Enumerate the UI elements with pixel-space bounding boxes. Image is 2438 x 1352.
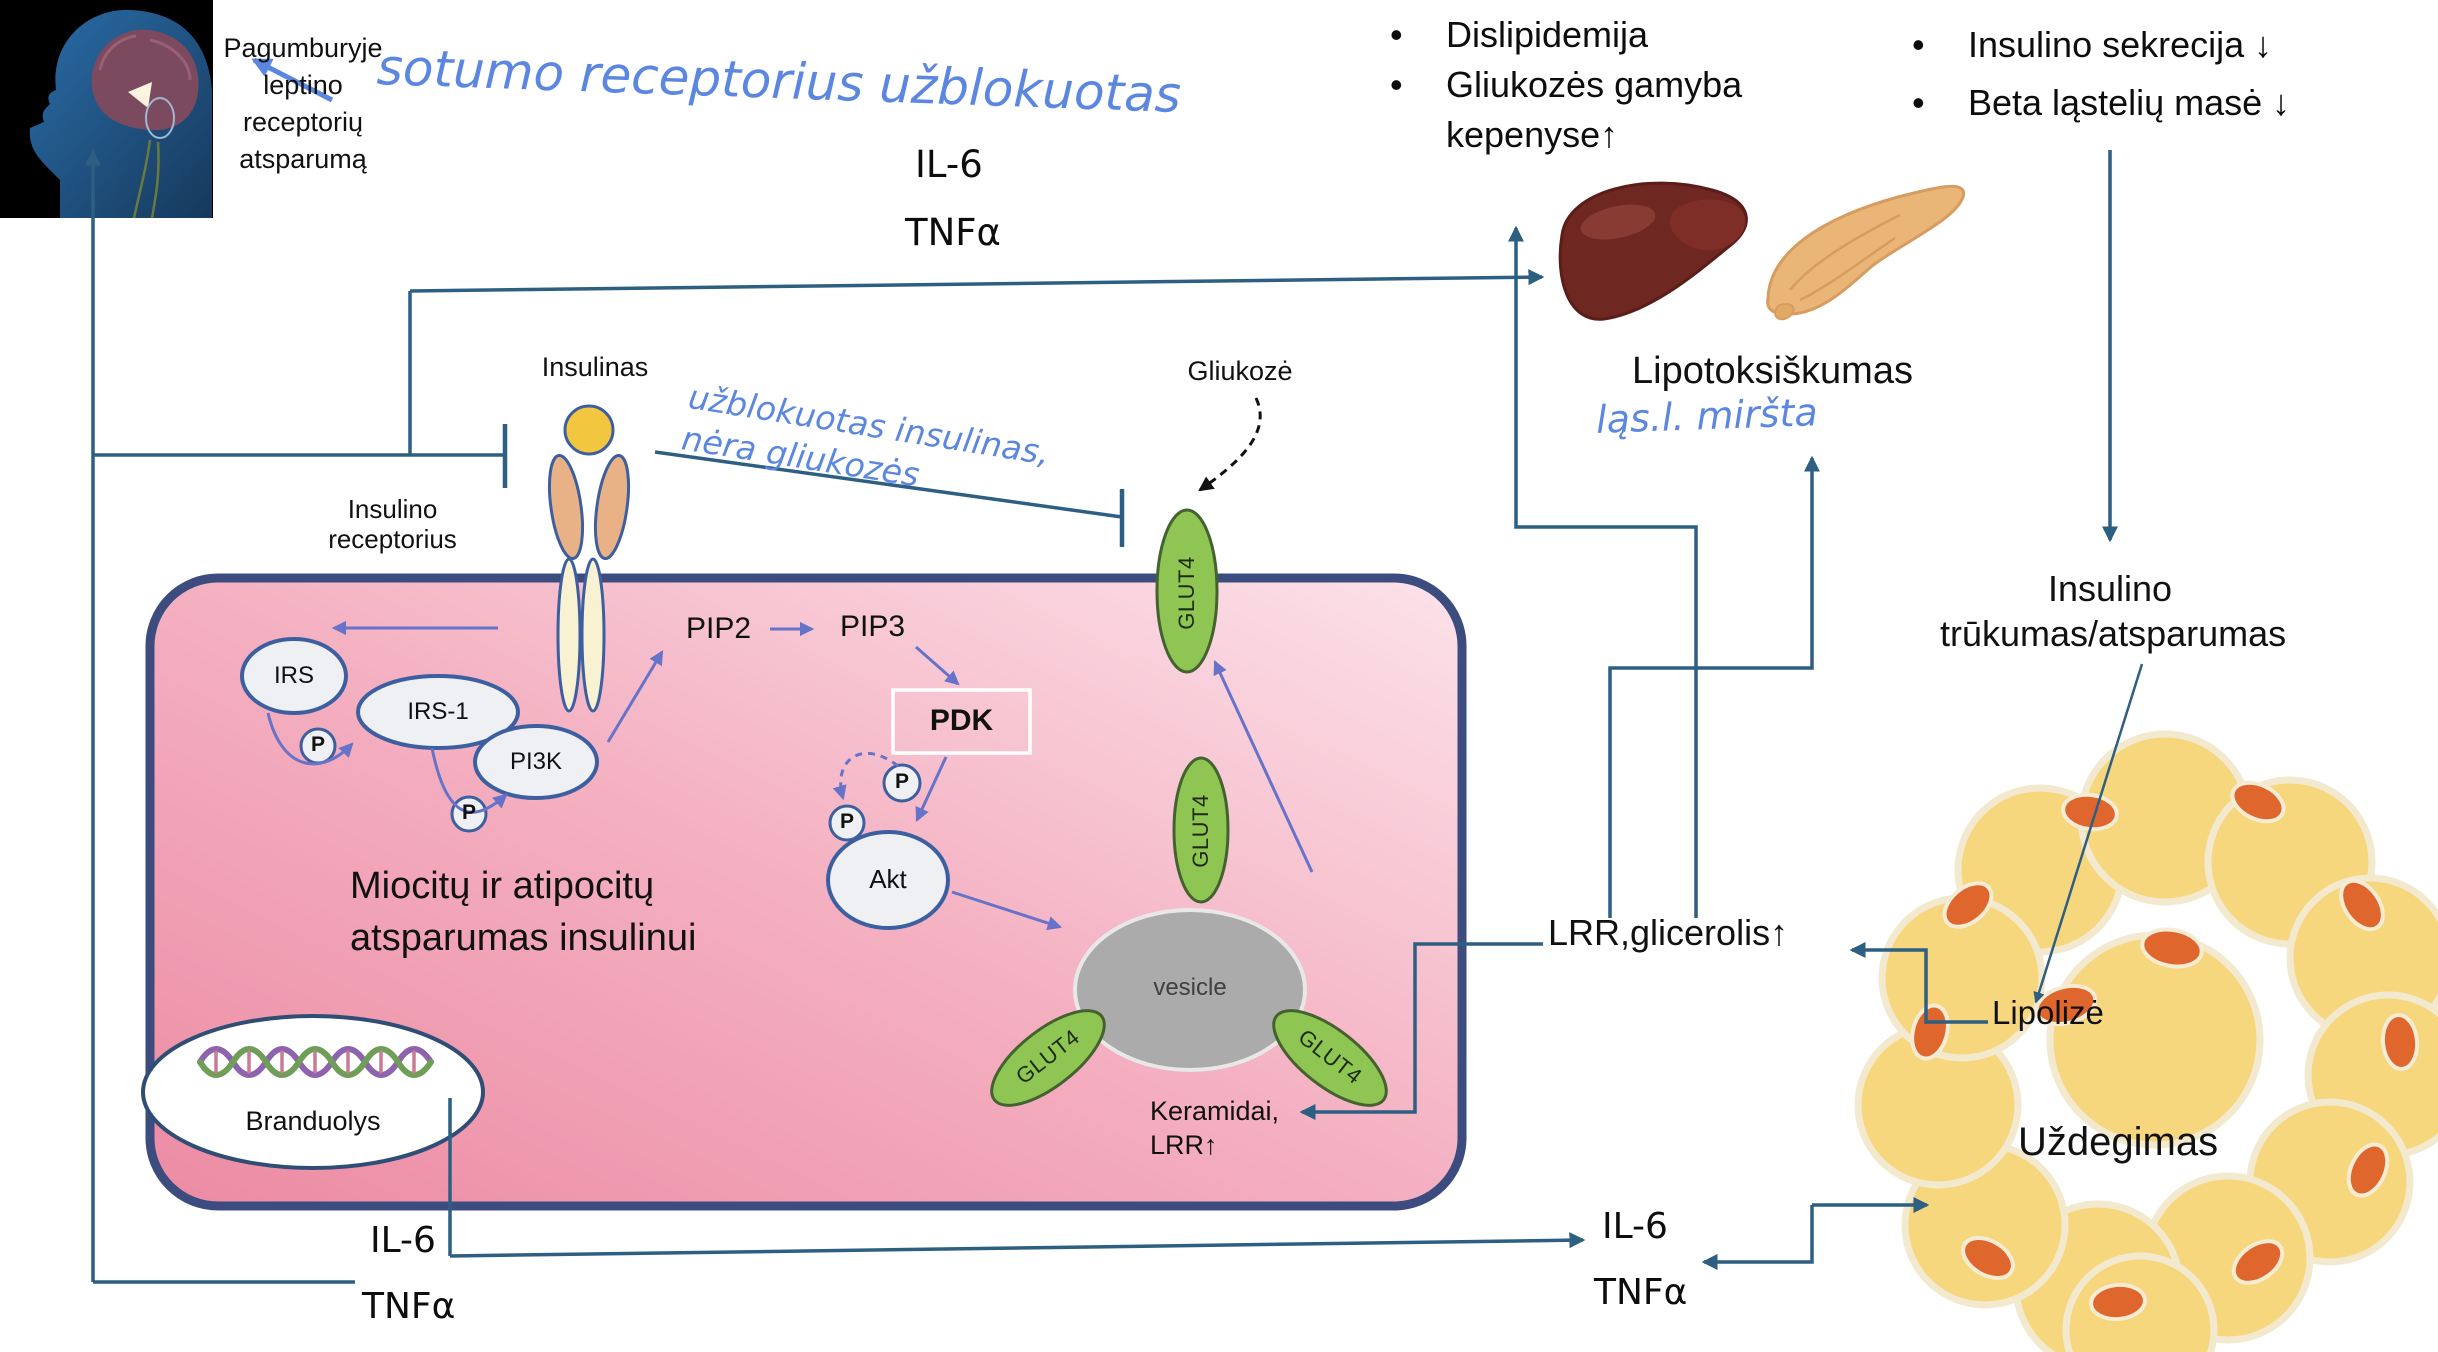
cytokine-il6-bottom: IL-6 [370, 1220, 436, 1261]
list-item: •Insulino sekrecija ↓ [1912, 16, 2392, 74]
pip3-label: PIP3 [840, 610, 906, 643]
vesicle [1073, 908, 1307, 1072]
list-item: •Beta ląstelių masė ↓ [1912, 74, 2392, 132]
bullet-icon: • [1912, 82, 1925, 123]
brain-image [0, 0, 213, 219]
liver-icon [1558, 181, 1748, 321]
lipolysis-label: Lipolizė [1992, 994, 2104, 1031]
bullet-icon: • [1912, 24, 1925, 65]
phospho-label: P [310, 733, 325, 756]
glucose-entry-arrow [1198, 397, 1262, 492]
nucleus-label: Branduolys [245, 1106, 381, 1136]
adipocyte-nuclei [1910, 780, 2420, 1322]
insulin-molecule-icon [563, 404, 615, 456]
glucose-label: Gliukozė [1187, 356, 1293, 386]
handwritten-cells-die-note: ląs.l. miršta [1595, 390, 1819, 442]
adipocyte-cluster [1854, 730, 2438, 1352]
insulin-deficiency-label: Insulino trūkumas/atsparumas [1940, 568, 2287, 654]
bullet-icon: • [1390, 14, 1403, 55]
irs-label: IRS [273, 662, 314, 689]
caption-line: Pagumburyje [223, 33, 383, 63]
cytokine-il6-adipose: IL-6 [1602, 1206, 1668, 1247]
insulin-label: Insulinas [541, 352, 649, 382]
pi3k-label: PI3K [509, 748, 563, 775]
cytokine-il6-top: IL-6 [915, 143, 983, 186]
glut4-transporter [990, 508, 1388, 1107]
pathway-arrows [266, 620, 1314, 931]
vesicle-label: vesicle [1153, 974, 1227, 1001]
lrr-glycerol-label: LRR,glicerolis↑ [1548, 912, 1789, 953]
pdk-box [891, 688, 1032, 755]
list-item: •Gliukozės gamyba kepenyse↑ [1390, 60, 1780, 160]
inflammation-label: Uždegimas [2018, 1120, 2219, 1164]
cytokine-tnfa-adipose: TNFα [1594, 1272, 1688, 1313]
hypothalamus-caption: Pagumburyje leptino receptorių atsparumą [213, 30, 393, 178]
phospho-label: P [894, 770, 909, 793]
bullet-icon: • [1390, 64, 1403, 105]
pancreas-effects-list: •Insulino sekrecija ↓ •Beta ląstelių mas… [1912, 16, 2392, 132]
caption-line: atsparumą [239, 144, 367, 174]
pancreas-icon [1766, 184, 1966, 321]
insulin-receptor-label: Insulino receptorius [328, 494, 457, 554]
pdk-label: PDK [929, 704, 994, 737]
pip2-label: PIP2 [686, 612, 752, 645]
cytokine-tnfa-top: TNFα [905, 211, 1001, 254]
insulin-receptor [547, 404, 631, 713]
ceramides-label: Keramidai, LRR↑ [1150, 1096, 1280, 1160]
feedback-connectors [84, 149, 2144, 1284]
dna-helix-icon [197, 1046, 434, 1078]
handwritten-arrow-icon [251, 57, 334, 103]
lipotoxicity-label: Lipotoksiškumas [1632, 350, 1913, 392]
phospho-label: P [461, 801, 476, 824]
nucleus [141, 1014, 485, 1170]
caption-line: receptorių [242, 107, 364, 137]
list-item: •Dislipidemija [1390, 10, 1780, 60]
irs1-label: IRS-1 [407, 698, 469, 725]
glut4-label: GLUT4 [1188, 794, 1213, 868]
cytokine-tnfa-bottom: TNFα [362, 1286, 456, 1327]
akt-label: Akt [869, 864, 907, 894]
liver-effects-list: •Dislipidemija •Gliukozės gamyba kepenys… [1390, 10, 1780, 160]
resistance-caption: Miocitų ir atipocitų atsparumas insulinu… [350, 865, 697, 959]
caption-line: leptino [263, 70, 343, 100]
phospho-label: P [839, 810, 854, 833]
glut4-label: GLUT4 [1174, 556, 1199, 630]
